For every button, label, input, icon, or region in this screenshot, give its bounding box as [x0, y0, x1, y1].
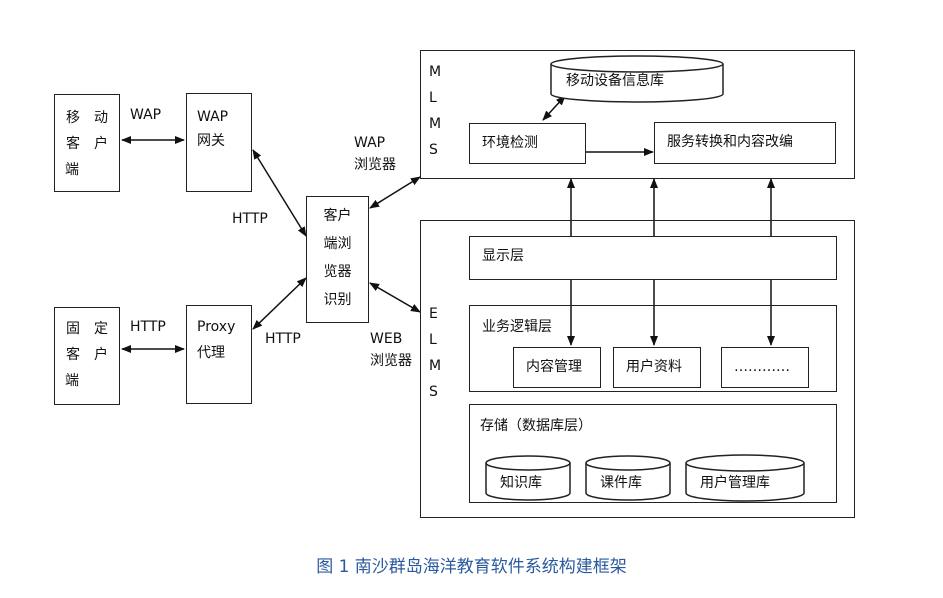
arrow-browserid-mlms [369, 176, 421, 209]
elms-letter-e: E [429, 306, 438, 322]
browser-identify-label-2: 端浏 [323, 236, 352, 252]
fixed-client-label-3: 端 [65, 373, 79, 389]
courseware-db-cylinder [585, 455, 671, 501]
browser-identify-box: 客户 端浏 览器 识别 [306, 196, 369, 323]
browser-identify-label-4: 识别 [323, 292, 352, 308]
wap-gateway-label-1: WAP [197, 109, 229, 125]
mlms-letter-l: L [429, 90, 437, 106]
mobile-client-label-2: 客 户 [66, 136, 108, 152]
web-browser-label-1: WEB [370, 331, 403, 347]
mobile-device-db-label: 移动设备信息库 [566, 73, 664, 89]
content-mgmt-label: 内容管理 [526, 359, 582, 375]
fixed-client-label-1: 固 定 [66, 321, 108, 337]
arrow-proxy-browserid [252, 277, 307, 330]
user-mgmt-db-label: 用户管理库 [700, 475, 770, 491]
wap-label: WAP [130, 107, 162, 123]
more-label: ………… [734, 359, 790, 375]
more-box: ………… [721, 347, 809, 388]
arrow-db-env [542, 95, 566, 121]
display-layer-label: 显示层 [482, 248, 524, 264]
env-detect-box: 环境检测 [469, 123, 586, 164]
elms-container: E L M S [420, 220, 855, 518]
mlms-letter-m1: M [429, 64, 442, 80]
mlms-letter-s: S [429, 142, 438, 158]
proxy-label-2: 代理 [197, 345, 225, 361]
display-layer-box: 显示层 [469, 236, 837, 280]
http-label-proxy: HTTP [265, 331, 301, 347]
fixed-client-label-2: 客 户 [66, 347, 108, 363]
arrow-browserid-elms [369, 282, 421, 313]
browser-identify-label-3: 览器 [323, 264, 352, 280]
service-convert-label: 服务转换和内容改编 [667, 134, 793, 150]
browser-identify-label-1: 客户 [323, 208, 352, 224]
proxy-label-1: Proxy [197, 319, 236, 335]
user-info-label: 用户资料 [626, 359, 682, 375]
wap-gateway-box: WAP 网关 [186, 93, 252, 192]
storage-layer-box: 存储（数据库层） [469, 404, 837, 503]
mobile-client-box: 移 动 客 户 端 [54, 94, 120, 192]
business-layer-box: 业务逻辑层 [469, 305, 837, 392]
elms-letter-m: M [429, 358, 442, 374]
arrow-wap-browserid [252, 149, 307, 237]
wap-browser-label-2: 浏览器 [354, 157, 396, 173]
content-mgmt-box: 内容管理 [513, 347, 601, 388]
user-mgmt-db-cylinder [685, 454, 805, 502]
user-info-box: 用户资料 [613, 347, 701, 388]
elms-letter-s: S [429, 384, 438, 400]
mobile-client-label-1: 移 动 [66, 110, 108, 126]
mobile-client-label-3: 端 [65, 162, 79, 178]
courseware-db-label: 课件库 [600, 475, 642, 491]
business-layer-label: 业务逻辑层 [482, 319, 552, 335]
mobile-device-db-cylinder [550, 55, 724, 103]
proxy-box: Proxy 代理 [186, 305, 252, 404]
mlms-container: M L M S [420, 50, 855, 179]
knowledge-db-cylinder [485, 455, 571, 501]
elms-letter-l: L [429, 332, 437, 348]
env-detect-label: 环境检测 [482, 135, 538, 151]
knowledge-db-label: 知识库 [500, 475, 542, 491]
figure-caption: 图 1 南沙群岛海洋教育软件系统构建框架 [316, 557, 627, 577]
web-browser-label-2: 浏览器 [370, 353, 412, 369]
mlms-letter-m2: M [429, 116, 442, 132]
service-convert-box: 服务转换和内容改编 [654, 122, 836, 164]
wap-browser-label-1: WAP [354, 135, 386, 151]
fixed-client-box: 固 定 客 户 端 [54, 307, 120, 405]
storage-layer-label: 存储（数据库层） [480, 418, 592, 434]
http-label-wap: HTTP [232, 211, 268, 227]
http-label-fixed: HTTP [130, 319, 166, 335]
wap-gateway-label-2: 网关 [197, 133, 225, 149]
